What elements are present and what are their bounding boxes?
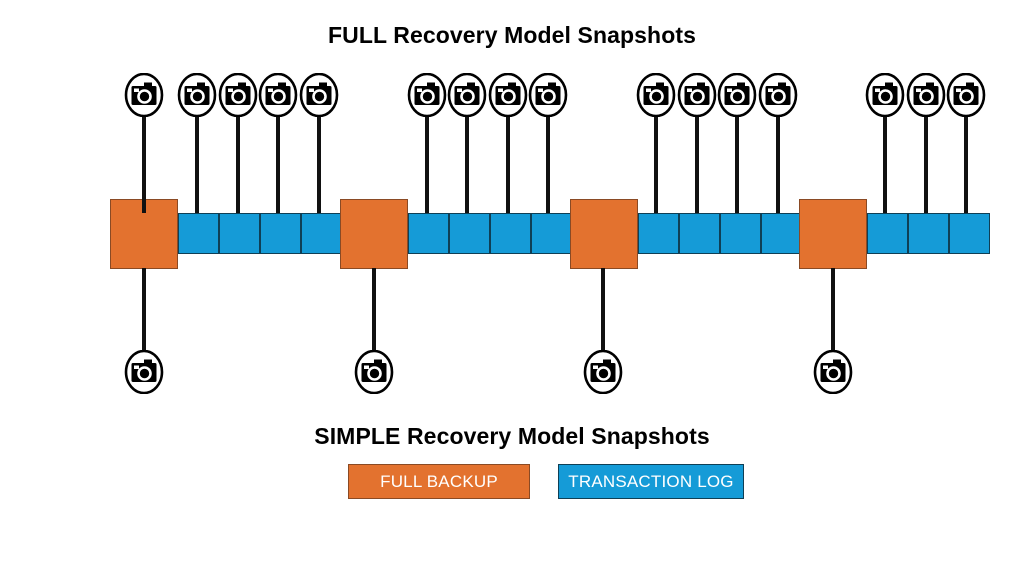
snapshot-stem xyxy=(465,110,469,213)
full-backup-block xyxy=(570,199,638,269)
page-title-simple-recovery: SIMPLE Recovery Model Snapshots xyxy=(314,423,710,449)
legend-full-backup-label: FULL BACKUP xyxy=(380,471,498,491)
transaction-log-segment xyxy=(679,213,720,254)
page-title-full-recovery: FULL Recovery Model Snapshots xyxy=(328,22,696,48)
transaction-log-segment xyxy=(761,213,802,254)
snapshot-stem xyxy=(195,110,199,213)
legend-full-backup: FULL BACKUP xyxy=(348,464,530,499)
transaction-log-segment xyxy=(720,213,761,254)
transaction-log-segment xyxy=(867,213,908,254)
camera-icon xyxy=(813,350,853,394)
camera-icon xyxy=(447,73,487,117)
camera-icon xyxy=(258,73,298,117)
camera-icon xyxy=(758,73,798,117)
camera-icon xyxy=(407,73,447,117)
snapshot-stem xyxy=(425,110,429,213)
transaction-log-segment xyxy=(449,213,490,254)
snapshot-stem xyxy=(831,268,835,354)
camera-icon xyxy=(124,73,164,117)
camera-icon xyxy=(865,73,905,117)
camera-icon xyxy=(906,73,946,117)
snapshot-stem xyxy=(142,268,146,354)
transaction-log-segment xyxy=(908,213,949,254)
snapshot-stem xyxy=(546,110,550,213)
transaction-log-segment xyxy=(490,213,531,254)
camera-icon xyxy=(677,73,717,117)
camera-icon xyxy=(354,350,394,394)
snapshot-stem xyxy=(776,110,780,213)
snapshot-stem xyxy=(924,110,928,213)
legend-transaction-log-label: TRANSACTION LOG xyxy=(568,471,734,491)
full-backup-block xyxy=(340,199,408,269)
transaction-log-segment xyxy=(408,213,449,254)
snapshot-stem xyxy=(372,268,376,354)
legend-transaction-log: TRANSACTION LOG xyxy=(558,464,744,499)
snapshot-stem xyxy=(964,110,968,213)
transaction-log-segment xyxy=(638,213,679,254)
full-backup-block xyxy=(799,199,867,269)
transaction-log-segment xyxy=(219,213,260,254)
camera-icon xyxy=(124,350,164,394)
snapshot-stem xyxy=(142,110,146,213)
camera-icon xyxy=(717,73,757,117)
snapshot-stem xyxy=(506,110,510,213)
camera-icon xyxy=(636,73,676,117)
transaction-log-segment xyxy=(260,213,301,254)
transaction-log-segment xyxy=(301,213,342,254)
transaction-log-segment xyxy=(949,213,990,254)
snapshot-stem xyxy=(276,110,280,213)
snapshot-stem xyxy=(654,110,658,213)
snapshot-stem xyxy=(601,268,605,354)
snapshot-stem xyxy=(236,110,240,213)
camera-icon xyxy=(218,73,258,117)
camera-icon xyxy=(583,350,623,394)
transaction-log-segment xyxy=(178,213,219,254)
camera-icon xyxy=(528,73,568,117)
camera-icon xyxy=(946,73,986,117)
snapshot-stem xyxy=(735,110,739,213)
camera-icon xyxy=(488,73,528,117)
camera-icon xyxy=(177,73,217,117)
camera-icon xyxy=(299,73,339,117)
snapshot-stem xyxy=(883,110,887,213)
transaction-log-segment xyxy=(531,213,572,254)
snapshot-stem xyxy=(317,110,321,213)
snapshot-stem xyxy=(695,110,699,213)
